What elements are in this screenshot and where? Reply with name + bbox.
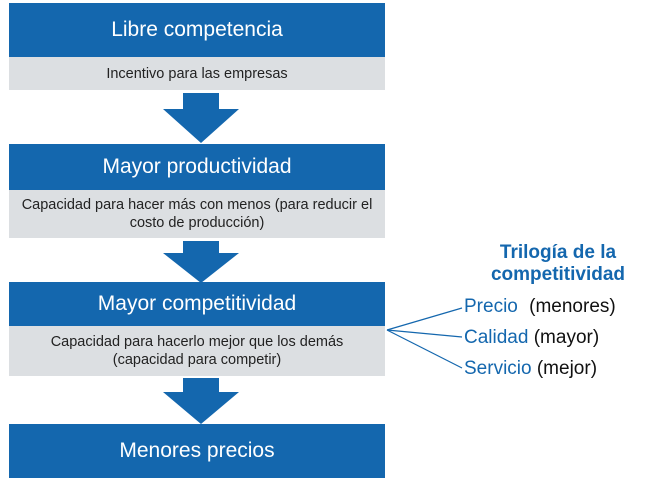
down-arrow-icon [163,93,239,143]
trilogy-item-calidad: Calidad (mayor) [464,327,599,349]
trilogy-item-servicio: Servicio (mejor) [464,358,597,380]
step-4-title: Menores precios [9,424,385,478]
trilogy-item-value: (menores) [529,296,616,317]
trilogy-item-value: (mayor) [533,327,600,348]
trilogy-item-key: Calidad [464,327,529,348]
trilogy-item-key: Precio [464,296,518,317]
trilogy-item-value: (mejor) [536,358,598,379]
trilogy-item-precio: Precio (menores) [464,296,616,318]
step-3-title: Mayor competitividad [9,282,385,326]
trilogy-connector-lines [386,307,463,369]
step-1-note: Incentivo para las empresas [9,57,385,90]
trilogy-title: Trilogía de la competitividad [490,242,626,285]
step-2-title: Mayor productividad [9,144,385,190]
step-2-note: Capacidad para hacer más con menos (para… [9,190,385,238]
down-arrow-icon [163,378,239,424]
step-1-title: Libre competencia [9,3,385,57]
down-arrow-icon [163,241,239,283]
step-3-note: Capacidad para hacerlo mejor que los dem… [9,326,385,376]
trilogy-item-key: Servicio [464,358,532,379]
